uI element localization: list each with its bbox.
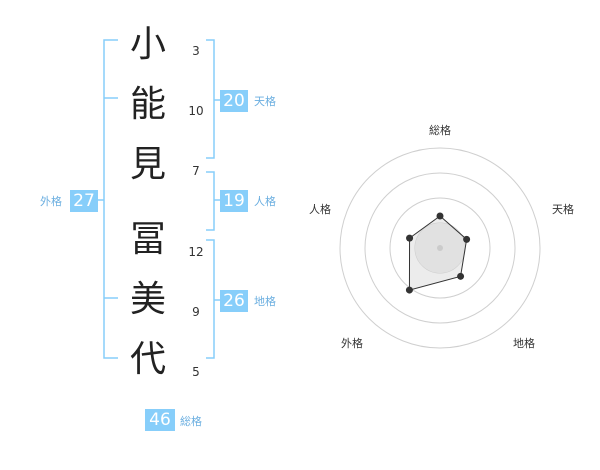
gaikaku-value: 27 [70, 190, 98, 212]
radar-point-3 [457, 272, 465, 280]
radar-point-5 [406, 234, 414, 242]
name-char-4: 冨 [129, 219, 166, 260]
radar-polygon [408, 215, 468, 291]
stroke-count-4: 12 [188, 245, 204, 259]
gaikaku-bracket [103, 39, 118, 359]
soukaku-value: 46 [145, 409, 175, 431]
radar-axis-label-chikaku: 地格 [513, 337, 535, 350]
radar-axis-label-jinkaku: 人格 [309, 203, 331, 216]
name-char-2: 能 [129, 84, 166, 125]
chikaku-value: 26 [220, 290, 248, 312]
stroke-count-6: 5 [192, 365, 200, 379]
radar-point-1 [436, 212, 444, 220]
radar-point-4 [405, 286, 413, 294]
tenkaku-bracket [206, 39, 215, 159]
stroke-count-3: 7 [192, 164, 200, 178]
radar-axis-label-tenkaku: 天格 [552, 203, 574, 216]
radar-center-dot [437, 245, 443, 251]
jinkaku-value: 19 [220, 190, 248, 212]
radar-ring-1 [339, 147, 541, 349]
radar-point-2 [463, 235, 471, 243]
radar-ring-2 [364, 172, 516, 324]
tenkaku-value: 20 [220, 90, 248, 112]
soukaku-label: 総格 [180, 415, 202, 428]
name-char-5: 美 [129, 279, 166, 320]
stroke-count-5: 9 [192, 305, 200, 319]
chikaku-label: 地格 [254, 295, 276, 308]
jinkaku-label: 人格 [254, 195, 276, 208]
name-char-3: 見 [129, 144, 166, 185]
radar-ring-3 [389, 197, 491, 299]
gaikaku-label: 外格 [40, 195, 62, 208]
name-char-6: 代 [129, 339, 166, 380]
radar-axis-label-soukaku: 総格 [429, 124, 451, 137]
chikaku-bracket [206, 239, 215, 359]
tenkaku-label: 天格 [254, 95, 276, 108]
radar-axis-label-gaikaku: 外格 [341, 337, 363, 350]
jinkaku-bracket [206, 171, 215, 231]
name-char-1: 小 [129, 24, 166, 65]
stroke-count-1: 3 [192, 44, 200, 58]
stroke-count-2: 10 [188, 104, 204, 118]
